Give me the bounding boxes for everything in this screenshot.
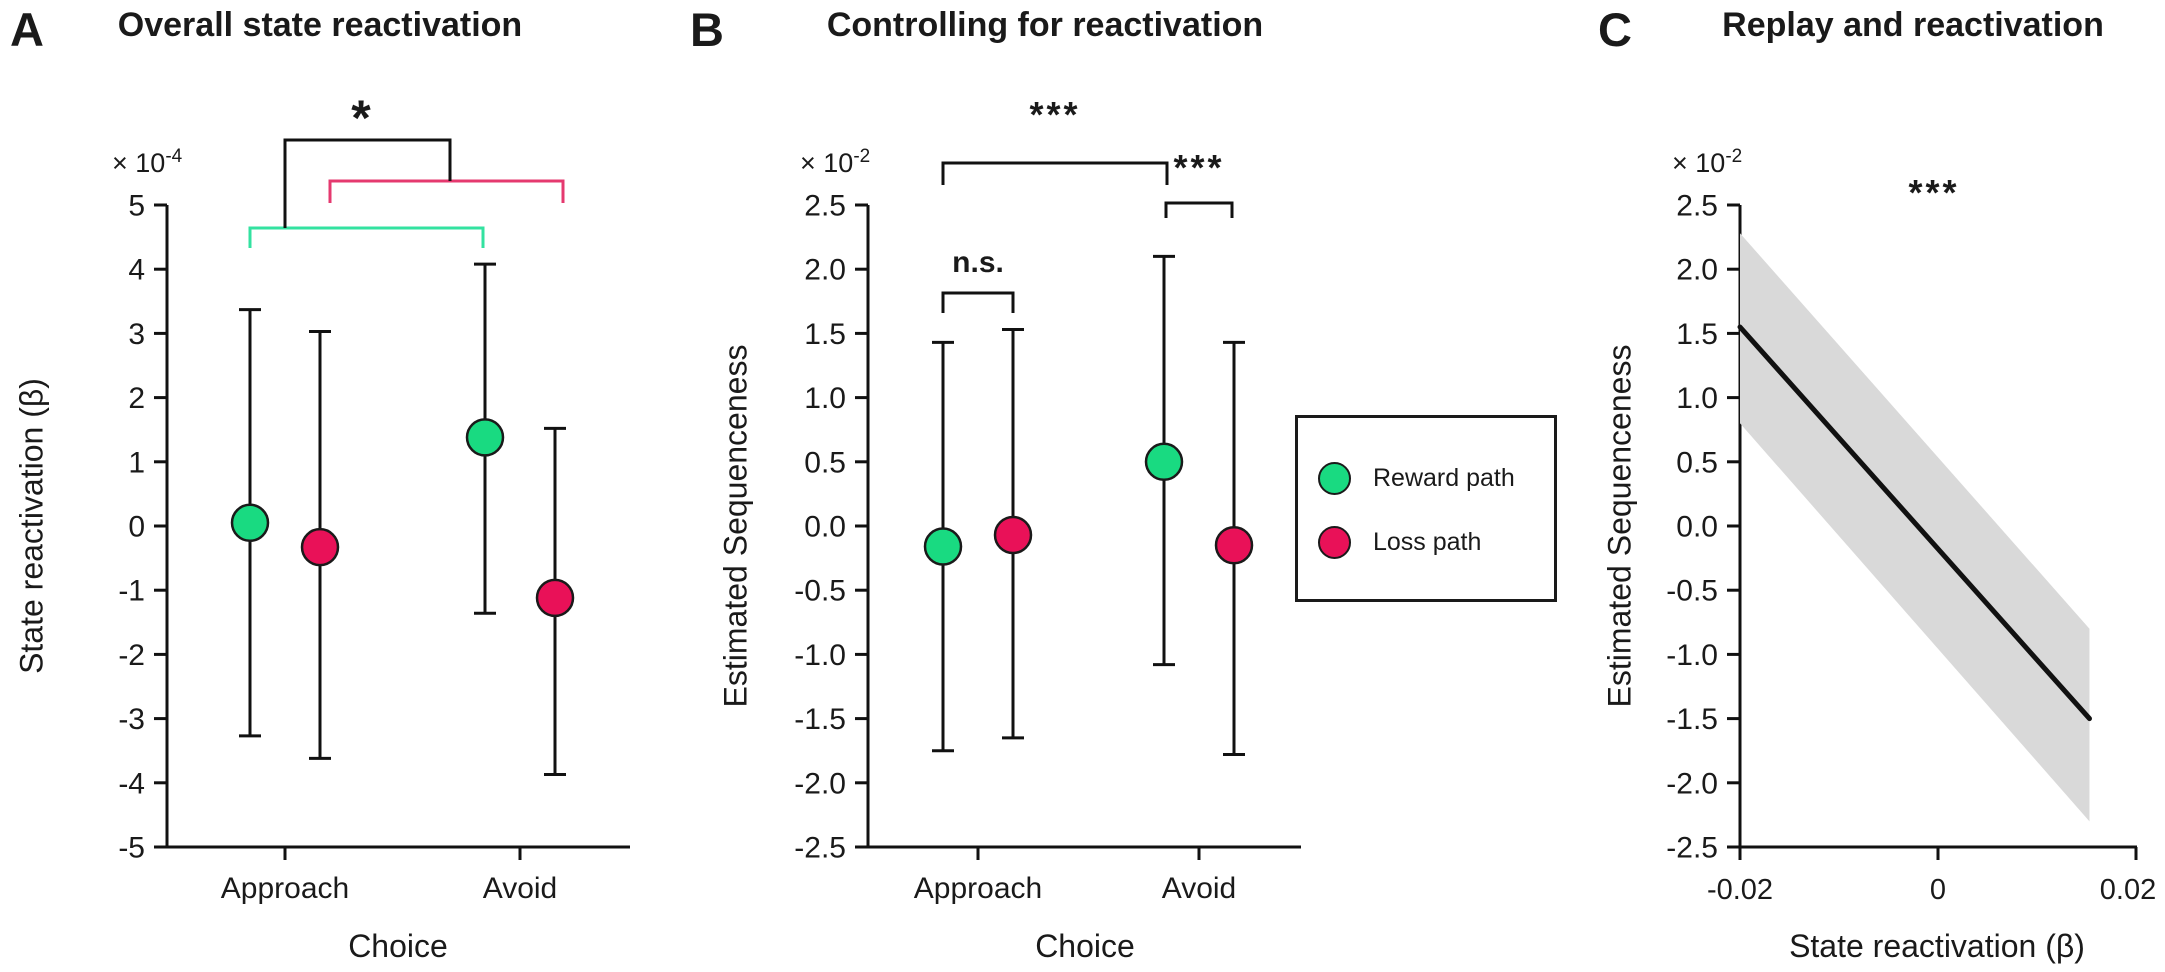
significance-label: *** xyxy=(1173,147,1224,188)
y-tick-label: 2.0 xyxy=(804,254,846,287)
y-tick-label: -1.0 xyxy=(794,639,846,672)
panel-b: 2.5 2.0 1.5 1.0 0.5 0.0 -0.5 -1.0 -1.5 -2.0 -2.5 **… xyxy=(794,94,1301,865)
panel-c-xtick-zero: 0 xyxy=(1929,874,1947,906)
significance-bracket-loss-pair-bracket xyxy=(328,179,565,203)
marker-reward-approach xyxy=(923,527,963,566)
panel-a-category-approach: Approach xyxy=(220,872,350,905)
y-tick-label: 2 xyxy=(128,382,145,415)
marker-loss-avoid xyxy=(535,578,575,618)
significance-bracket-approach-pair-bracket xyxy=(941,291,1015,313)
significance-label: *** xyxy=(1029,94,1080,135)
panel-a-ylabel: State reactivation (β) xyxy=(13,378,50,674)
significance-bracket-between-choice-bracket xyxy=(941,161,1169,185)
y-tick-label: 0.0 xyxy=(804,511,846,544)
y-tick-label: -2.5 xyxy=(1666,832,1718,865)
significance-bracket-interaction-bracket xyxy=(283,138,452,228)
significance-bracket-reward-pair-bracket xyxy=(248,226,485,248)
panel-b-xlabel: Choice xyxy=(1035,928,1135,964)
y-tick-label: 0.5 xyxy=(1676,446,1718,479)
panel-c-xtick-pos: 0.02 xyxy=(2099,874,2157,906)
y-tick-label: 3 xyxy=(128,318,145,351)
y-tick-label: -4 xyxy=(118,767,145,800)
panel-c-letter: C xyxy=(1598,3,1632,56)
y-tick-label: 2.0 xyxy=(1676,254,1718,287)
marker-loss-avoid xyxy=(1214,526,1254,565)
panel-a-category-avoid: Avoid xyxy=(482,872,558,905)
panel-b-ylabel: Estimated Sequenceness xyxy=(717,344,754,708)
marker-loss-approach xyxy=(993,515,1033,555)
y-tick-label: -0.5 xyxy=(794,575,846,608)
regression-line xyxy=(1737,324,2092,722)
y-tick-label: 2.5 xyxy=(1676,190,1718,223)
y-tick-label: 1.0 xyxy=(1676,382,1718,415)
y-tick-label: -1.0 xyxy=(1666,639,1718,672)
y-tick-label: 1 xyxy=(128,446,145,479)
y-tick-label: 2.5 xyxy=(804,190,846,223)
panel-c-scale-label: × 10-2 xyxy=(1672,146,1742,179)
y-tick-label: -1.5 xyxy=(794,703,846,736)
marker-reward-approach xyxy=(230,503,270,543)
panel-b-title: Controlling for reactivation xyxy=(826,6,1264,44)
reward-path-swatch-icon xyxy=(1318,461,1351,495)
y-tick-label: -2.5 xyxy=(794,832,846,865)
panel-a-title: Overall state reactivation xyxy=(117,6,523,44)
legend: Reward path Loss path xyxy=(1295,415,1557,602)
y-tick-label: -2 xyxy=(118,639,145,672)
loss-path-swatch-icon xyxy=(1318,525,1351,559)
panel-c-xlabel: State reactivation (β) xyxy=(1789,928,2085,964)
y-tick-label: -1 xyxy=(118,575,145,608)
y-tick-label: -2.0 xyxy=(794,767,846,800)
panel-b-letter: B xyxy=(690,3,724,56)
confidence-band xyxy=(1740,233,2090,822)
marker-reward-avoid xyxy=(1144,442,1184,482)
legend-item-loss-path: Loss path xyxy=(1318,524,1481,560)
marker-loss-approach xyxy=(300,527,340,567)
y-tick-label: 0.0 xyxy=(1676,511,1718,544)
y-tick-label: -2.0 xyxy=(1666,767,1718,800)
scale-prefix: × 10 xyxy=(112,148,166,178)
y-tick-label: -5 xyxy=(118,832,145,865)
scale-prefix: × 10 xyxy=(800,148,854,178)
significance-label: n.s. xyxy=(952,246,1004,279)
marker-reward-avoid xyxy=(465,418,505,457)
panel-a-xlabel: Choice xyxy=(348,928,448,964)
significance-label: * xyxy=(351,90,372,146)
legend-item-reward-path: Reward path xyxy=(1318,460,1515,496)
panel-a-letter: A xyxy=(10,3,44,56)
y-tick-label: -3 xyxy=(118,703,145,736)
scale-exponent: -4 xyxy=(165,146,183,167)
y-tick-label: 1.0 xyxy=(804,382,846,415)
legend-label: Loss path xyxy=(1373,527,1482,556)
panel-c-xtick-neg: -0.02 xyxy=(1706,874,1774,906)
y-tick-label: 0.5 xyxy=(804,446,846,479)
panel-a-scale-label: × 10-4 xyxy=(112,146,182,179)
significance-label: *** xyxy=(1908,172,1959,213)
y-tick-label: 1.5 xyxy=(1676,318,1718,351)
panel-c-title: Replay and reactivation xyxy=(1722,6,2104,44)
legend-label: Reward path xyxy=(1373,463,1515,492)
significance-bracket-avoid-pair-bracket xyxy=(1164,201,1234,218)
y-tick-label: 0 xyxy=(128,511,145,544)
panel-b-category-avoid: Avoid xyxy=(1161,872,1237,905)
panel-b-scale-label: × 10-2 xyxy=(800,146,870,179)
panel-c-ylabel: Estimated Sequenceness xyxy=(1601,344,1638,708)
scale-exponent: -2 xyxy=(1725,146,1743,167)
panel-c: 2.5 2.0 1.5 1.0 0.5 0.0 -0.5 -1.0 -1.5 -2.0 -2.5 **… xyxy=(1666,172,2138,865)
y-tick-label: -1.5 xyxy=(1666,703,1718,736)
scale-exponent: -2 xyxy=(853,146,871,167)
y-tick-label: 4 xyxy=(128,254,145,287)
panel-a: 5 4 3 2 1 0 -1 -2 -3 -4 -5 * xyxy=(118,90,630,865)
panel-b-category-approach: Approach xyxy=(913,872,1043,905)
y-tick-label: -0.5 xyxy=(1666,575,1718,608)
y-tick-label: 5 xyxy=(128,190,145,223)
scale-prefix: × 10 xyxy=(1672,148,1726,178)
y-tick-label: 1.5 xyxy=(804,318,846,351)
